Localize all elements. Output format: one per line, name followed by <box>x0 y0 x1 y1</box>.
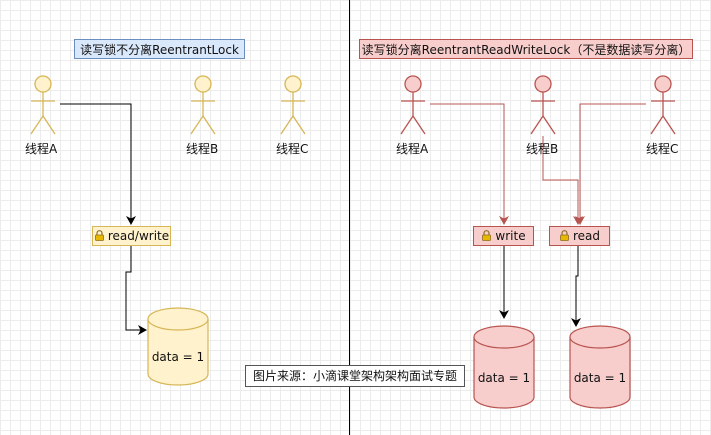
lock-icon <box>94 230 104 241</box>
connector-lock-to-db <box>125 246 147 335</box>
connector-thread-b-to-read <box>542 136 583 225</box>
right-thread-c-label: 线程C <box>646 142 679 156</box>
write-lock-label: write <box>495 229 526 243</box>
stick-figure-icon <box>190 75 216 135</box>
right-db-2-label: data = 1 <box>573 371 627 385</box>
left-db-label: data = 1 <box>151 350 205 364</box>
connector-thread-c-to-read <box>575 103 646 225</box>
stick-figure-icon <box>280 75 306 135</box>
read-lock: read <box>549 226 610 246</box>
read-write-lock-label: read/write <box>107 229 170 243</box>
read-write-lock: read/write <box>92 226 171 246</box>
stick-figure-icon <box>30 75 56 135</box>
database-cylinder-icon <box>569 325 631 409</box>
left-thread-b-label: 线程B <box>186 142 219 156</box>
stick-figure-icon <box>530 75 556 135</box>
left-thread-c-label: 线程C <box>276 142 309 156</box>
read-lock-label: read <box>572 229 601 243</box>
left-thread-a-label: 线程A <box>25 142 58 156</box>
right-thread-a-label: 线程A <box>396 142 429 156</box>
connector-thread-a-to-lock <box>60 103 136 225</box>
connector-read-to-db <box>571 246 581 327</box>
database-cylinder-icon <box>473 325 535 409</box>
right-panel-title: 读写锁分离ReentrantReadWriteLock（不是数据读写分离） <box>359 39 693 59</box>
stick-figure-icon <box>400 75 426 135</box>
connector-thread-a-to-write <box>430 103 509 225</box>
lock-icon <box>482 230 492 241</box>
lock-icon <box>560 230 569 241</box>
right-thread-b-label: 线程B <box>526 142 559 156</box>
stick-figure-icon <box>650 75 676 135</box>
database-cylinder-icon <box>147 307 209 386</box>
source-caption: 图片来源：小滴课堂架构架构面试专题 <box>245 365 465 387</box>
left-panel-title: 读写锁不分离ReentrantLock <box>74 39 245 59</box>
right-db-1-label: data = 1 <box>477 371 531 385</box>
write-lock: write <box>473 226 534 246</box>
